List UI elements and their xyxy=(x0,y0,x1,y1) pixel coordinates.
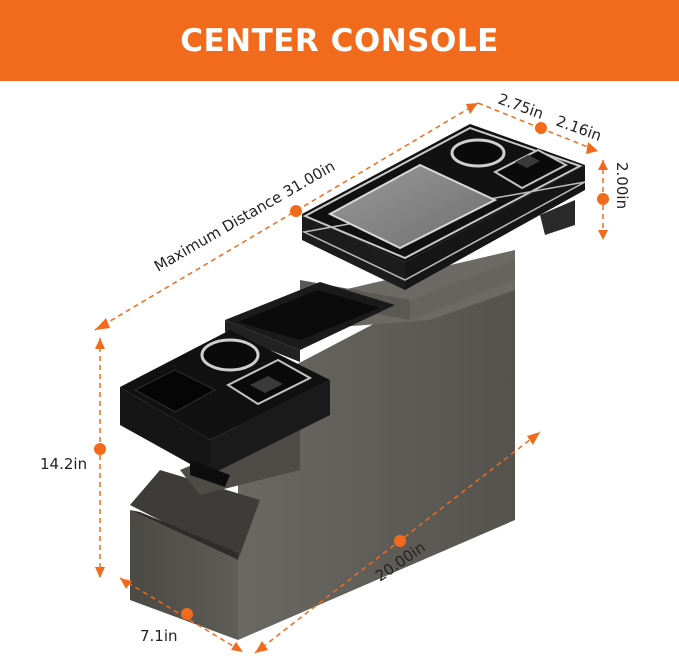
header-banner: CENTER CONSOLE xyxy=(0,0,679,81)
product-illustration: Maximum Distance 31.00in 2.75in 2.16in 2… xyxy=(40,90,631,654)
dimension-markers xyxy=(94,122,609,620)
label-top-width-left: 2.75in xyxy=(496,90,546,123)
label-total-height: 14.2in xyxy=(40,455,87,473)
marker-base-width xyxy=(181,608,193,620)
front-tray xyxy=(120,330,330,487)
label-top-width-right: 2.16in xyxy=(554,112,604,145)
marker-tray-height xyxy=(597,193,609,205)
marker-max-distance xyxy=(290,205,302,217)
label-tray-height: 2.00in xyxy=(613,162,631,209)
label-base-width: 7.1in xyxy=(140,627,178,645)
rear-tray xyxy=(301,124,586,290)
dimension-arrowheads xyxy=(95,103,608,653)
marker-length xyxy=(394,535,406,547)
middle-storage-tray xyxy=(225,282,395,362)
marker-top-width-left xyxy=(535,122,547,134)
marker-total-height xyxy=(94,443,106,455)
page-title: CENTER CONSOLE xyxy=(180,22,499,59)
